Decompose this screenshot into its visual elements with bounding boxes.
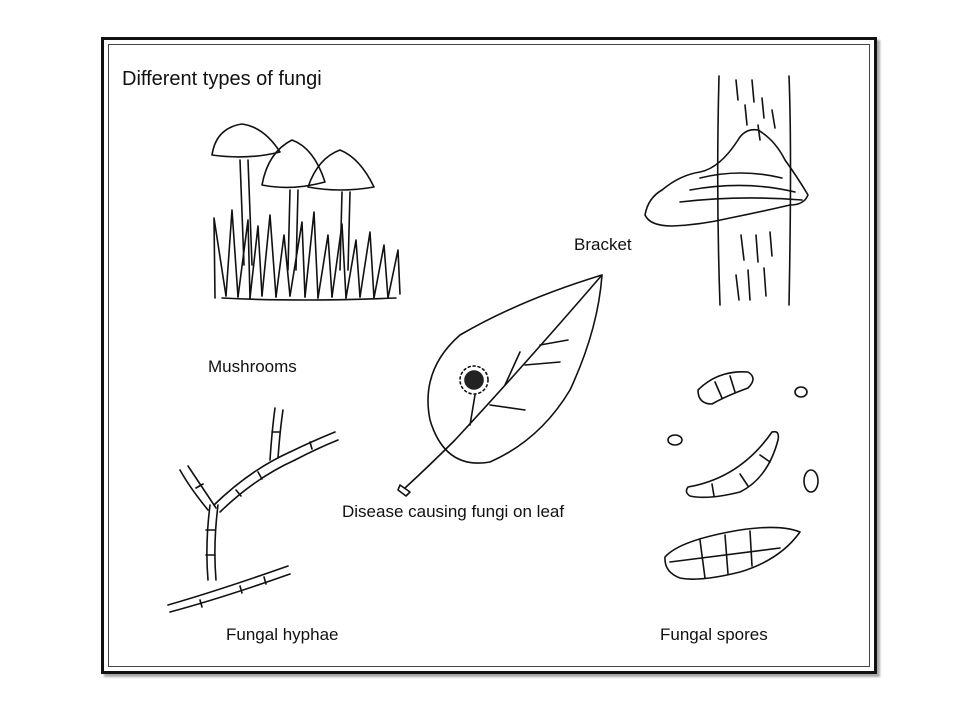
label-leaf: Disease causing fungi on leaf xyxy=(342,502,565,521)
label-bracket: Bracket xyxy=(574,235,632,254)
bracket-illustration xyxy=(644,75,809,306)
mushrooms-illustration xyxy=(211,123,401,301)
diagram-title: Different types of fungi xyxy=(122,68,322,90)
label-hyphae: Fungal hyphae xyxy=(226,625,339,644)
label-spores: Fungal spores xyxy=(660,625,768,644)
leaf-illustration xyxy=(397,274,603,497)
diagram-inner-border xyxy=(108,44,870,667)
hyphae-illustration xyxy=(167,407,339,613)
label-mushrooms: Mushrooms xyxy=(208,357,297,376)
diagram-frame xyxy=(101,37,877,674)
spores-illustration xyxy=(664,371,819,580)
